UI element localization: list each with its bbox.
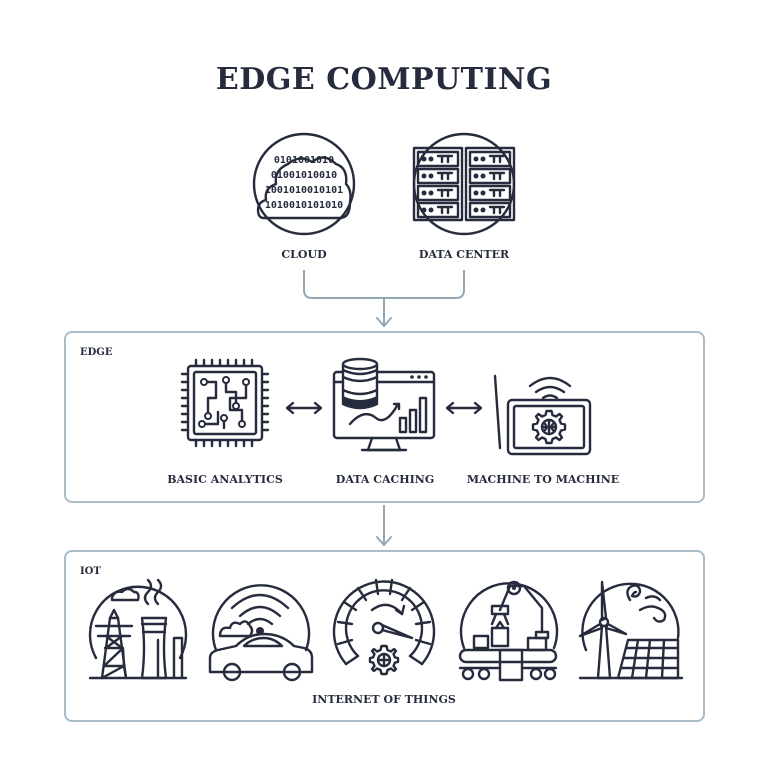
cloud-binary-icon: 0101001010 01001010010 1001010010101 101… — [252, 132, 356, 236]
iot-panel: IOT — [64, 550, 705, 722]
iot-panel-label: IOT — [80, 566, 101, 577]
robotic-arm-conveyor-icon — [456, 578, 560, 682]
bidirectional-arrow-icon — [444, 400, 484, 416]
binary-row-4: 1010010101010 — [265, 200, 343, 211]
diagram-title: EDGE COMPUTING — [215, 62, 553, 97]
bidirectional-arrow-icon — [284, 400, 324, 416]
monitor-database-icon — [332, 356, 438, 456]
speed-gauge-gear-icon — [332, 578, 436, 682]
data-caching-label: DATA CACHING — [335, 473, 435, 486]
binary-row-3: 1001010010101 — [265, 185, 343, 196]
cloud-label: CLOUD — [281, 248, 327, 261]
binary-row-1: 0101001010 — [274, 155, 334, 166]
wind-solar-energy-icon — [578, 578, 682, 682]
machine-router-gear-icon — [490, 362, 594, 460]
edge-panel: EDGE — [64, 331, 705, 503]
edge-panel-label: EDGE — [80, 347, 113, 358]
data-center-server-icon — [412, 132, 516, 236]
connected-car-icon — [208, 578, 312, 682]
power-plant-icon — [86, 578, 190, 682]
internet-of-things-label: INTERNET OF THINGS — [312, 693, 456, 706]
processor-chip-icon — [180, 358, 270, 448]
data-center-label: DATA CENTER — [418, 248, 510, 261]
basic-analytics-label: BASIC ANALYTICS — [167, 473, 283, 486]
machine-to-machine-label: MACHINE TO MACHINE — [466, 473, 620, 486]
binary-row-2: 01001010010 — [271, 170, 337, 181]
